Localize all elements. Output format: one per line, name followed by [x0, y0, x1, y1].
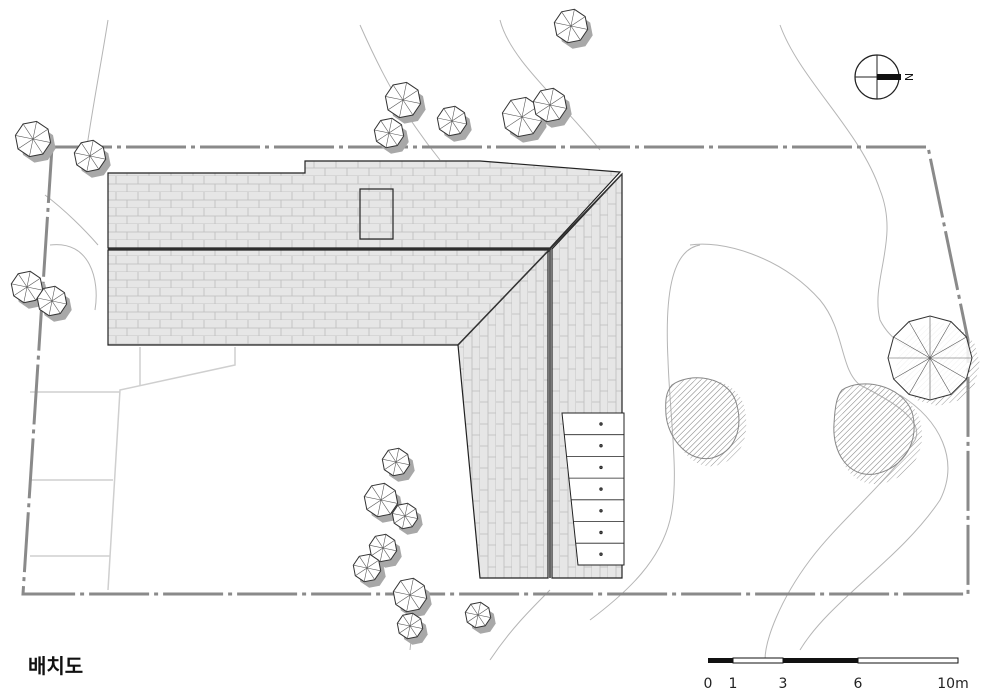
site-boundary: [21, 145, 970, 596]
building-roof: [107, 160, 623, 579]
scale-tick-label: 3: [779, 676, 788, 692]
panel-rows: [562, 412, 624, 556]
tree-icon: [553, 8, 593, 49]
scale-bar: 0 1 3 6 10m: [704, 657, 969, 692]
panel-mark: [599, 487, 603, 491]
tree-icon: [73, 139, 111, 178]
tree-icon: [352, 553, 386, 588]
rock-outline: [665, 377, 740, 460]
drawing-title: 배치도: [28, 654, 84, 678]
garden-paths: [30, 347, 236, 591]
rock-outline: [833, 383, 915, 475]
contour-line: [589, 244, 701, 621]
contour-line: [499, 19, 601, 151]
contour-line: [44, 194, 99, 246]
scale-segment: [708, 658, 733, 663]
tree-icon: [381, 447, 415, 482]
tree-icon: [887, 315, 980, 406]
tree-icon: [436, 105, 472, 142]
scale-segment: [732, 657, 784, 664]
panel-mark: [599, 509, 603, 513]
path-line: [107, 347, 236, 591]
scale-tick-label: 6: [854, 676, 863, 692]
tree-icon: [368, 533, 402, 568]
roof-hip: [549, 173, 623, 250]
tree-icon: [36, 285, 72, 322]
roof-panels: [561, 412, 625, 566]
contour-line: [799, 394, 949, 651]
tree-icon: [396, 612, 428, 645]
tree-icon: [391, 502, 423, 535]
contour-line: [84, 19, 109, 161]
tree-icon: [14, 120, 56, 163]
scale-tick-label: 0: [704, 676, 713, 692]
panel-mark: [599, 422, 603, 426]
roof-skylight: [359, 188, 394, 240]
panel-mark: [599, 465, 603, 470]
scale-tick-label: 1: [729, 676, 738, 692]
scale-segment: [783, 658, 858, 663]
trees: [10, 8, 980, 645]
scale-tick-label: 10m: [937, 676, 968, 692]
panel-mark: [599, 552, 603, 556]
tree-icon: [373, 117, 409, 154]
rocks: [665, 377, 923, 485]
north-arrow-icon: N: [854, 54, 915, 100]
tree-icon: [392, 577, 432, 618]
tree-icon: [363, 482, 403, 523]
north-label: N: [902, 73, 915, 81]
tree-icon: [384, 81, 426, 124]
tree-icon: [532, 87, 572, 128]
roof-hip: [457, 248, 551, 346]
panel-mark: [599, 530, 603, 535]
contour-line: [489, 589, 551, 661]
roof-west-wing-upper: [107, 160, 622, 249]
tree-icon: [464, 601, 496, 634]
panel-mark: [599, 444, 603, 448]
contour-line: [49, 244, 97, 311]
scale-segment: [857, 657, 959, 664]
